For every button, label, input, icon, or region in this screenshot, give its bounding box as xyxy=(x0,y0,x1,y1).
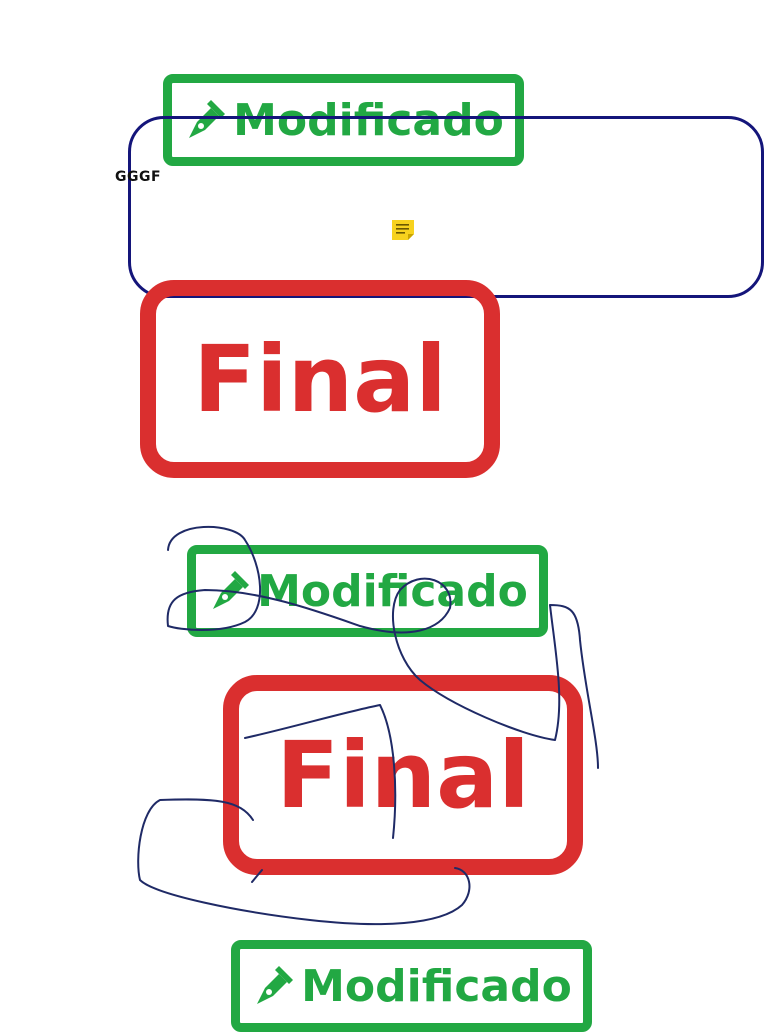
stamp-final[interactable]: Final xyxy=(223,675,583,875)
rectangle-annotation[interactable] xyxy=(128,116,764,298)
stamp-modificado[interactable]: Modificado xyxy=(231,940,592,1032)
free-text-annotation[interactable]: GGGF xyxy=(115,169,162,185)
stamp-modificado[interactable]: Modificado xyxy=(163,74,524,166)
pen-nib-icon xyxy=(183,98,227,142)
sticky-note-icon[interactable] xyxy=(391,219,415,241)
stamp-label: Modificado xyxy=(233,94,504,146)
stamp-label: Modificado xyxy=(257,565,528,617)
stamp-label: Final xyxy=(276,721,530,829)
stamp-label: Final xyxy=(193,325,447,433)
stamp-final[interactable]: Final xyxy=(140,280,500,478)
pen-nib-icon xyxy=(207,569,251,613)
pen-nib-icon xyxy=(251,964,295,1008)
stamp-modificado[interactable]: Modificado xyxy=(187,545,548,637)
stamp-label: Modificado xyxy=(301,960,572,1012)
